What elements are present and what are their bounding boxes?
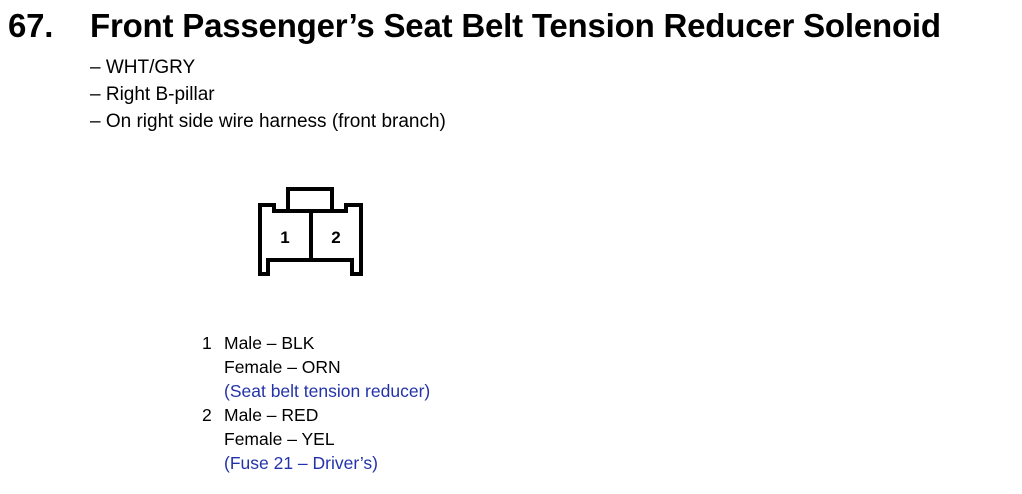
pin-note: (Seat belt tension reducer) [224, 381, 431, 401]
connector-diagram: 1 2 [254, 186, 366, 285]
pin-item-2: 2 Male – RED Female – YEL (Fuse 21 – Dri… [202, 403, 430, 475]
pin-label-2: 2 [331, 228, 340, 247]
location: – Right B-pillar [90, 84, 215, 105]
item-title: Front Passenger’s Seat Belt Tension Redu… [90, 7, 941, 44]
pin-item-1: 1 Male – BLK Female – ORN (Seat belt ten… [202, 331, 430, 403]
pin-female-color: Female – YEL [224, 429, 335, 449]
connector-details: – WHT/GRY – Right B-pillar – On right si… [90, 54, 446, 135]
pin-label-1: 1 [280, 228, 289, 247]
pin-female-color: Female – ORN [224, 357, 341, 377]
pin-male-color: Male – RED [224, 405, 319, 425]
page-title: 67. Front Passenger’s Seat Belt Tension R… [8, 4, 941, 48]
pin-number: 1 [202, 333, 212, 353]
harness-info: – On right side wire harness (front bran… [90, 111, 446, 132]
pin-note: (Fuse 21 – Driver’s) [224, 453, 378, 473]
connector-icon: 1 2 [258, 187, 363, 276]
pin-list: 1 Male – BLK Female – ORN (Seat belt ten… [202, 331, 430, 475]
item-number: 67. [8, 7, 54, 44]
pin-number: 2 [202, 405, 212, 425]
pin-male-color: Male – BLK [224, 333, 315, 353]
connector-latch [286, 187, 334, 213]
connector-body [258, 203, 363, 276]
wire-color: – WHT/GRY [90, 57, 196, 78]
